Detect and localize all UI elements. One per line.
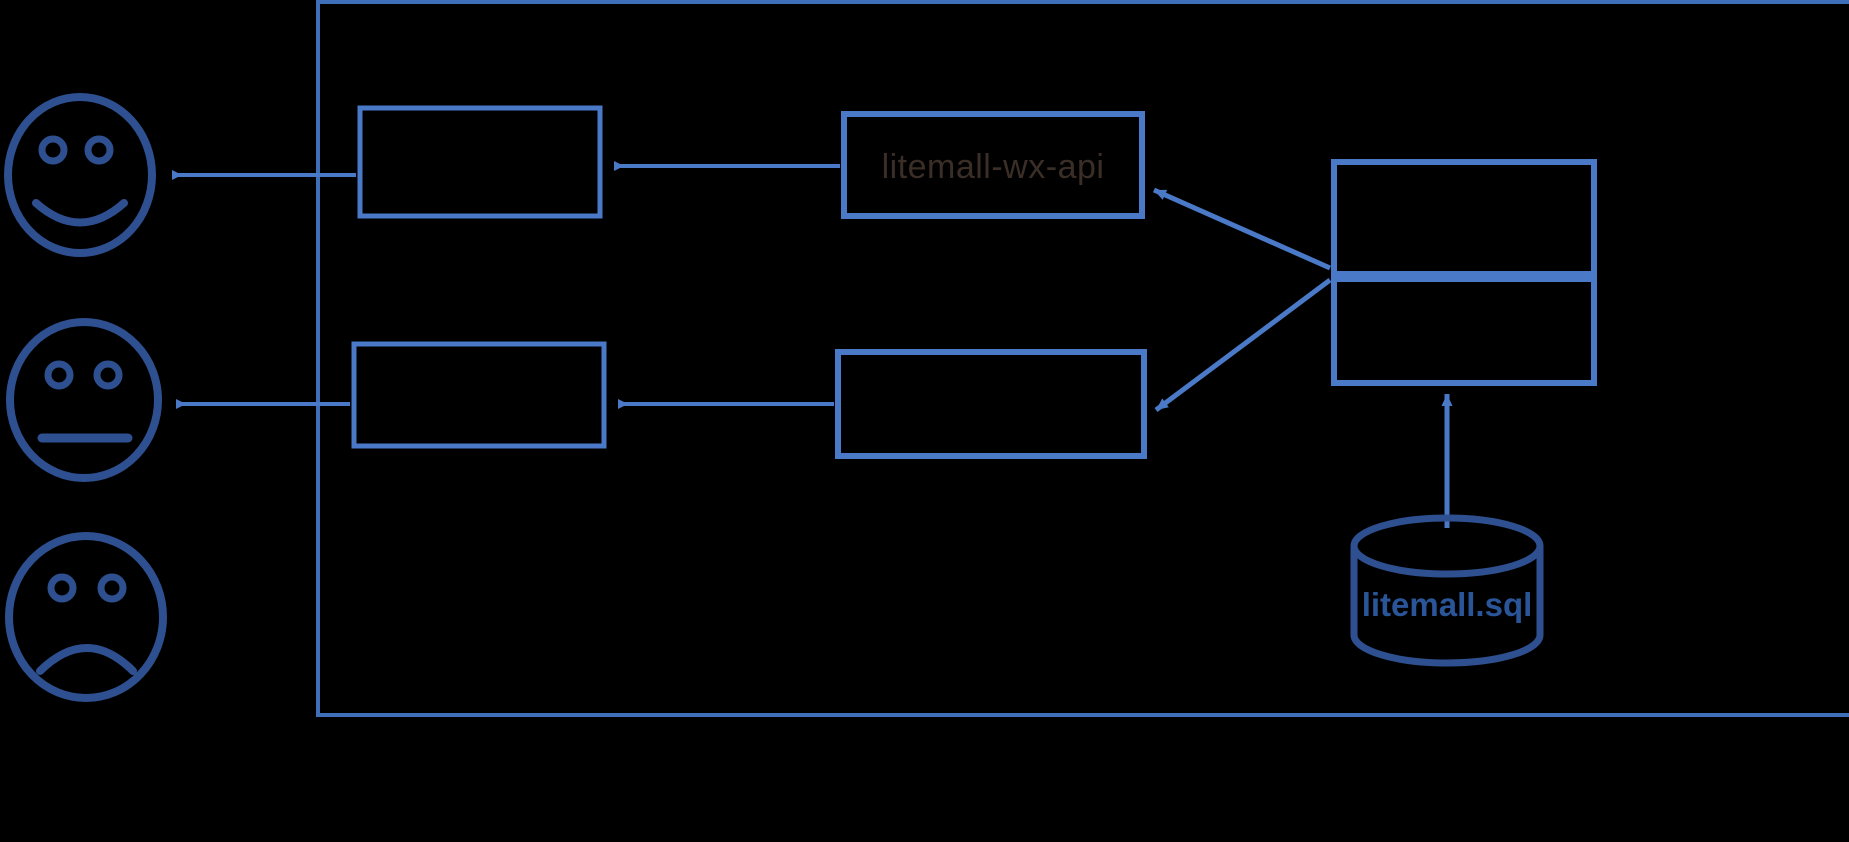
- node-admin-client[interactable]: [351, 341, 607, 449]
- server-boundary: [316, 0, 1849, 717]
- sad-face-icon: [5, 532, 167, 702]
- node-core-lower[interactable]: [1331, 276, 1597, 386]
- node-wx-api[interactable]: [841, 111, 1145, 219]
- arrow-core-to-wxapi: [1152, 187, 1332, 271]
- database-label: litemall.sql: [1362, 586, 1533, 623]
- happy-face-icon: [4, 93, 156, 257]
- node-admin-api[interactable]: [835, 349, 1147, 459]
- node-core-upper[interactable]: [1331, 159, 1597, 277]
- node-wx-client[interactable]: [357, 105, 603, 219]
- node-wx-api-label: litemall-wx-api: [882, 148, 1105, 186]
- database-cylinder-icon[interactable]: [1350, 514, 1544, 667]
- neutral-face-icon: [6, 318, 162, 482]
- arrow-core-to-adminapi: [1154, 277, 1332, 413]
